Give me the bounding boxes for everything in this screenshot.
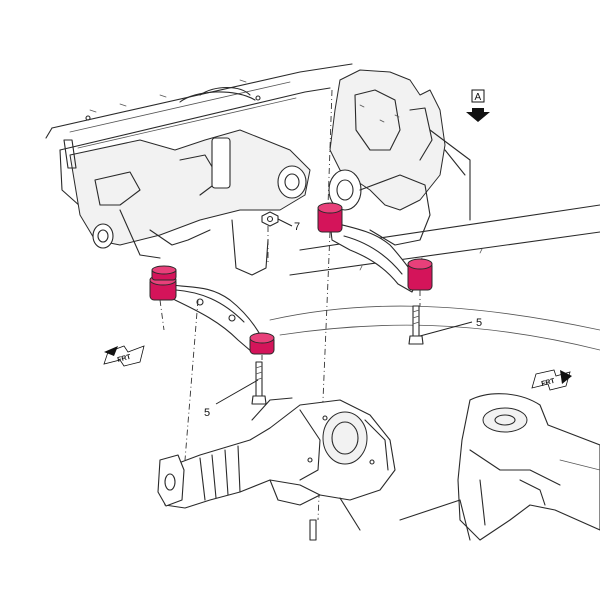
front-arrow-right: FRT: [531, 369, 572, 391]
bushing: [151, 265, 177, 281]
alignment-lines: [159, 89, 421, 521]
rear-axle-assembly: [157, 397, 396, 531]
callout-label: 7: [294, 221, 300, 233]
front-arrow-left: FRT: [103, 345, 145, 367]
leader-lines: [215, 218, 473, 405]
bolt-right: [408, 305, 424, 345]
left-control-arm: [149, 265, 275, 355]
bolt-left: [251, 361, 267, 405]
front-arrow-label: FRT: [117, 353, 133, 363]
nut: [261, 211, 279, 227]
view-arrow-icon: [466, 108, 490, 122]
callout-label: 5: [204, 407, 210, 419]
right-control-arm: [317, 202, 433, 293]
callout-label: 5: [476, 317, 482, 329]
view-marker: A: [466, 89, 490, 122]
view-marker-letter: A: [475, 92, 482, 103]
bushing: [249, 332, 275, 355]
front-arrow-icon: [531, 369, 571, 391]
bushing: [407, 258, 433, 291]
body-structure: [399, 393, 600, 541]
bushing: [317, 202, 343, 233]
bolt-lower: [309, 519, 317, 541]
vehicle-frame: [45, 63, 600, 351]
front-arrow-label: FRT: [541, 377, 557, 387]
